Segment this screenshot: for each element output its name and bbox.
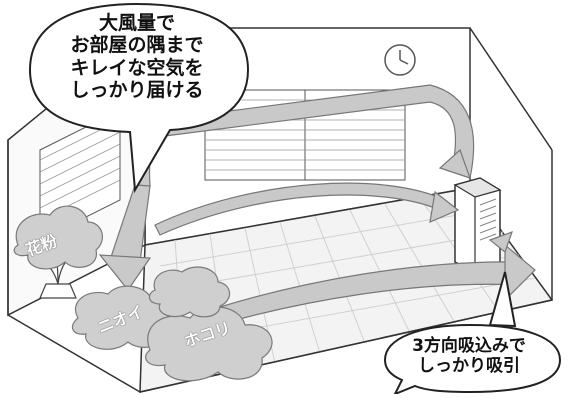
airflow-callout-line-2: お部屋の隅まで	[70, 34, 204, 57]
speech-bubbles	[28, 2, 562, 396]
intake-bubble	[383, 323, 562, 396]
pollutant-clouds	[13, 205, 273, 382]
clock-icon	[384, 44, 416, 76]
airflow-arrows	[98, 84, 536, 331]
airflow-bubble	[28, 2, 250, 194]
airflow-callout-line-4: しっかり届ける	[70, 79, 204, 102]
airflow-callout-line-3: キレイな空気を	[70, 56, 204, 79]
dust-cloud	[145, 306, 273, 382]
dust-cloud-small	[148, 266, 231, 318]
airflow-callout-text: 大風量で お部屋の隅まで キレイな空気を しっかり届ける	[52, 12, 222, 102]
pollen-cloud	[13, 205, 104, 270]
intake-callout-text: 3方向吸込みで しっかり吸引	[385, 336, 553, 376]
intake-callout-line-2: しっかり吸引	[418, 356, 520, 377]
air-purifier-icon	[453, 177, 502, 273]
intake-callout-line-1: 3方向吸込みで	[412, 336, 526, 356]
airflow-callout-line-1: 大風量で	[98, 12, 175, 34]
